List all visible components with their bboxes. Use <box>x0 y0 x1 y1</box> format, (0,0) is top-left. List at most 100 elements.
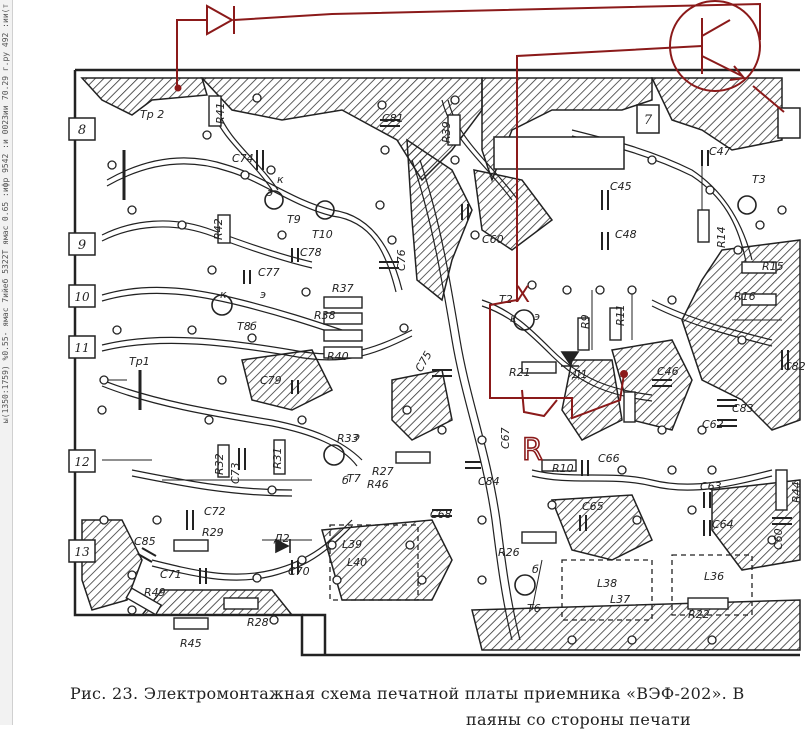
figure-caption-line1: Рис. 23. Электромонтажная схема печатной… <box>70 684 745 703</box>
svg-text:С47: С47 <box>709 145 731 158</box>
svg-text:13: 13 <box>74 545 90 559</box>
svg-text:Д2: Д2 <box>273 532 290 545</box>
svg-text:С75: С75 <box>413 349 435 374</box>
svg-text:10: 10 <box>74 290 90 304</box>
svg-text:R40: R40 <box>327 350 349 363</box>
connector-9: 9 <box>68 232 96 256</box>
svg-text:С70: С70 <box>288 565 310 578</box>
r-mark-annotation: R <box>522 433 543 468</box>
svg-text:Т9: Т9 <box>287 213 301 226</box>
svg-text:С65: С65 <box>582 500 604 513</box>
svg-text:С74: С74 <box>232 152 254 165</box>
connector-7: 7 <box>636 104 660 134</box>
svg-text:R22: R22 <box>688 608 710 621</box>
svg-text:Т6: Т6 <box>527 602 541 615</box>
svg-text:С84: С84 <box>478 475 500 488</box>
svg-text:7: 7 <box>644 113 653 128</box>
svg-text:R44: R44 <box>790 481 803 503</box>
connector-right <box>777 107 801 139</box>
svg-text:С81: С81 <box>382 112 404 125</box>
svg-text:С77: С77 <box>258 266 280 279</box>
svg-text:Т7: Т7 <box>347 472 361 485</box>
svg-text:R9: R9 <box>579 314 592 329</box>
svg-text:С64: С64 <box>712 518 734 531</box>
svg-text:С48: С48 <box>615 228 637 241</box>
svg-text:Тр1: Тр1 <box>129 355 150 368</box>
svg-text:б: б <box>250 320 257 333</box>
wire-links <box>102 160 782 611</box>
status-text: ы(1350:1759) %0.55- ямас 7ийеб 5322Т яма… <box>1 4 10 424</box>
connector-11: 11 <box>68 335 96 359</box>
component-labels: Тр 2 Тр1 Т3 Т9 Т10 Т8 Т7 Т2 Т6 R41 R42 R… <box>129 102 806 650</box>
svg-text:R32: R32 <box>213 453 226 475</box>
svg-text:9: 9 <box>78 238 86 253</box>
svg-text:э: э <box>267 186 273 199</box>
cross-mark-annotation: X <box>515 283 530 308</box>
edge-connectors: 8 9 10 11 12 13 7 <box>68 104 801 563</box>
svg-text:12: 12 <box>74 455 89 469</box>
svg-text:R11: R11 <box>614 304 627 326</box>
connector-10: 10 <box>68 284 96 308</box>
svg-text:R14: R14 <box>715 226 728 248</box>
svg-text:11: 11 <box>74 341 89 355</box>
svg-text:Т3: Т3 <box>752 173 766 186</box>
svg-text:R49: R49 <box>144 586 166 599</box>
svg-text:С60: С60 <box>482 233 504 246</box>
svg-text:R27: R27 <box>372 465 394 478</box>
svg-text:L36: L36 <box>704 570 724 583</box>
svg-text:Д1: Д1 <box>571 368 588 381</box>
svg-text:R42: R42 <box>212 218 225 240</box>
figure-caption-line2: паяны со стороны печати <box>466 710 691 729</box>
svg-text:С67: С67 <box>499 427 512 449</box>
svg-text:R29: R29 <box>202 526 224 539</box>
svg-text:R39: R39 <box>440 121 453 143</box>
svg-text:R10: R10 <box>552 462 574 475</box>
svg-text:С66: С66 <box>598 452 620 465</box>
svg-text:С73: С73 <box>229 462 242 484</box>
svg-text:к: к <box>277 173 284 186</box>
transistors <box>211 190 757 596</box>
svg-text:R15: R15 <box>762 260 784 273</box>
svg-text:8: 8 <box>78 123 86 138</box>
svg-text:R26: R26 <box>498 546 520 559</box>
svg-text:С68: С68 <box>430 508 452 521</box>
svg-text:L39: L39 <box>342 538 362 551</box>
svg-text:R38: R38 <box>314 309 336 322</box>
svg-text:э: э <box>354 430 360 443</box>
svg-text:R31: R31 <box>271 447 284 469</box>
svg-text:С78: С78 <box>300 246 322 259</box>
svg-text:Т10: Т10 <box>312 228 333 241</box>
svg-text:к: к <box>510 312 517 325</box>
svg-text:Т2: Т2 <box>499 293 513 306</box>
svg-text:R41: R41 <box>214 102 227 124</box>
diodes <box>275 351 580 554</box>
transformers <box>122 150 142 410</box>
svg-text:R16: R16 <box>734 290 756 303</box>
svg-text:С72: С72 <box>204 505 226 518</box>
svg-text:С63: С63 <box>700 480 722 493</box>
svg-text:С82: С82 <box>784 360 806 373</box>
svg-text:б: б <box>532 563 539 576</box>
svg-text:С71: С71 <box>160 568 182 581</box>
vertical-status-strip: ы(1350:1759) %0.55- ямас 7ийеб 5322Т яма… <box>0 0 13 725</box>
svg-text:R28: R28 <box>247 616 269 629</box>
svg-text:э: э <box>534 310 540 323</box>
svg-text:С76: С76 <box>395 249 408 271</box>
svg-text:э: э <box>260 288 266 301</box>
svg-text:R37: R37 <box>332 282 354 295</box>
svg-text:Тр 2: Тр 2 <box>140 108 164 121</box>
svg-text:L37: L37 <box>610 593 630 606</box>
board-outline <box>73 68 800 657</box>
svg-text:С79: С79 <box>260 374 282 387</box>
svg-text:R46: R46 <box>367 478 389 491</box>
pcb-wiring-diagram: 8 9 10 11 12 13 7 <box>68 0 806 657</box>
svg-text:R33: R33 <box>337 432 359 445</box>
svg-text:С83: С83 <box>732 402 754 415</box>
solder-pads <box>97 93 787 645</box>
hand-annotations: X R <box>174 0 785 469</box>
svg-text:L40: L40 <box>347 556 367 569</box>
connector-8: 8 <box>68 117 96 141</box>
svg-text:С60: С60 <box>772 528 785 550</box>
transistor-symbol-annotation <box>669 0 761 92</box>
svg-text:L38: L38 <box>597 577 617 590</box>
